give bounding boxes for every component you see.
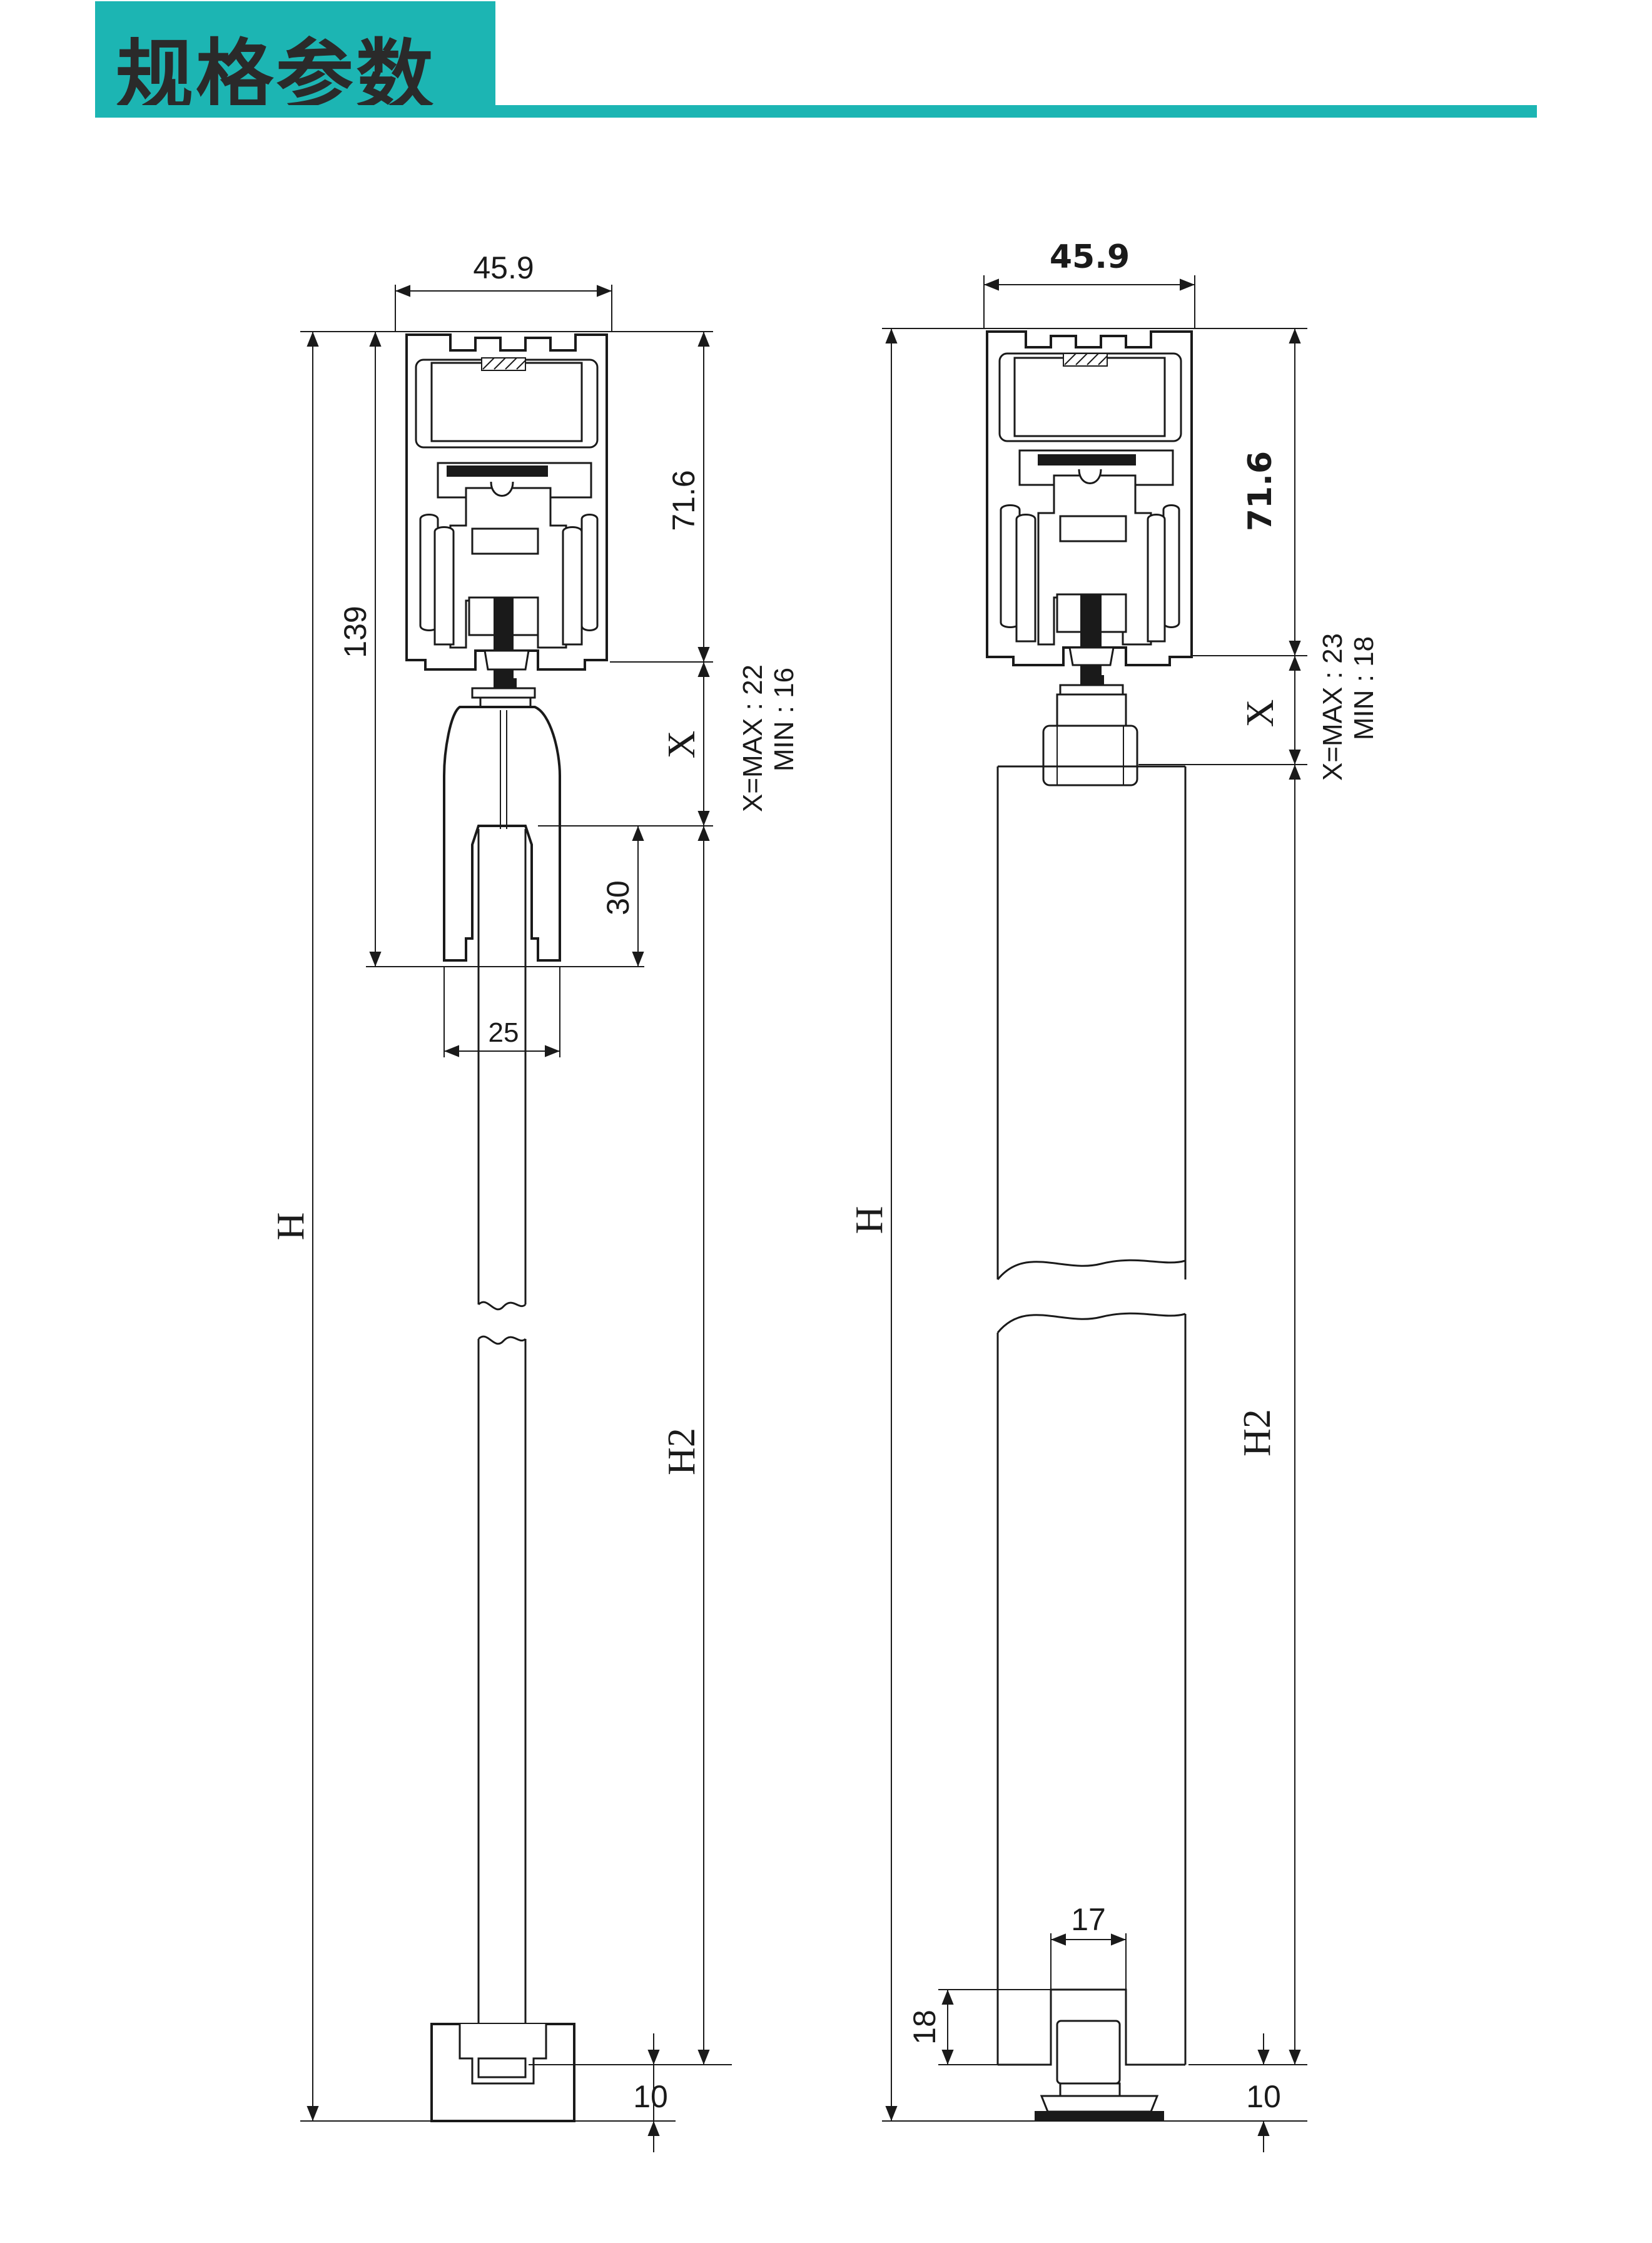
left-glass-panel bbox=[477, 829, 527, 2065]
left-track-height-label: 71.6 bbox=[666, 470, 701, 531]
right-bottom-label: 10 bbox=[1246, 2079, 1281, 2114]
left-h2-label: H2 bbox=[661, 1428, 703, 1475]
left-clamp-width-label: 25 bbox=[489, 1017, 519, 1048]
left-x-max: X=MAX : 22 bbox=[737, 664, 768, 812]
right-floor-guide bbox=[1035, 2020, 1164, 2122]
left-dimensions bbox=[300, 285, 732, 2152]
right-dimensions bbox=[882, 275, 1307, 2152]
right-x-label: X bbox=[1239, 699, 1282, 728]
right-width-label: 45.9 bbox=[1050, 238, 1130, 276]
right-x-min: MIN : 18 bbox=[1349, 636, 1379, 740]
header-tab bbox=[95, 1, 495, 105]
left-drawing: 45.9 71.6 139 X X=MAX : 22 MIN : 16 30 2… bbox=[270, 250, 799, 2152]
right-guide-width-label: 17 bbox=[1071, 1902, 1106, 1937]
right-hanger-block bbox=[1042, 693, 1138, 786]
left-track-profile bbox=[405, 333, 608, 708]
left-x-min: MIN : 16 bbox=[769, 668, 799, 771]
header-rule bbox=[95, 105, 1537, 118]
left-width-label: 45.9 bbox=[473, 250, 534, 285]
right-door-panel bbox=[996, 765, 1187, 2066]
right-guide-height-label: 18 bbox=[907, 2010, 942, 2045]
right-x-max: X=MAX : 23 bbox=[1317, 633, 1348, 781]
left-bottom-label: 10 bbox=[633, 2079, 668, 2114]
left-floor-guide bbox=[430, 2023, 575, 2122]
right-drawing: 45.9 71.6 X X=MAX : 23 MIN : 18 H H2 17 … bbox=[848, 238, 1379, 2152]
left-glass-clamp bbox=[443, 706, 561, 962]
left-total-height-label: 139 bbox=[338, 606, 373, 658]
right-h-label: H bbox=[848, 1206, 891, 1234]
left-x-label: X bbox=[661, 731, 703, 759]
right-track-profile bbox=[986, 330, 1193, 696]
right-h2-label: H2 bbox=[1236, 1409, 1279, 1457]
left-clamp-depth-label: 30 bbox=[600, 880, 636, 915]
left-h-label: H bbox=[270, 1213, 312, 1241]
right-track-height-label: 71.6 bbox=[1242, 451, 1279, 531]
